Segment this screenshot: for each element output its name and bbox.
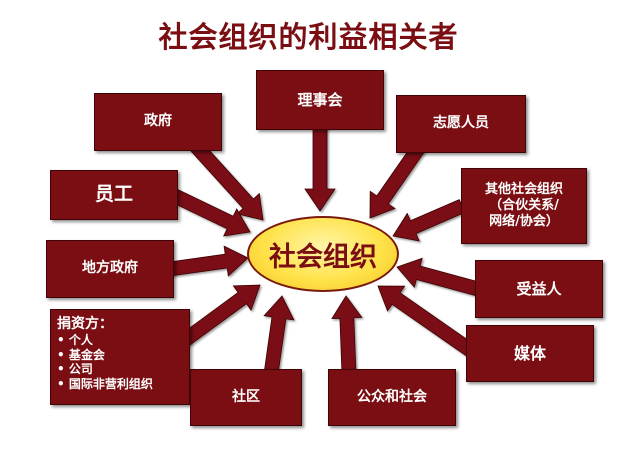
node-funders-item: • 基金会 <box>57 347 105 362</box>
node-public-society-label: 公众和社会 <box>357 388 427 405</box>
arrow-local-government <box>168 245 249 277</box>
node-beneficiaries-label: 受益人 <box>516 279 562 298</box>
node-staff: 员工 <box>50 170 178 220</box>
node-volunteers: 志愿人员 <box>396 95 526 153</box>
arrow-public-society <box>331 295 363 375</box>
node-local-government: 地方政府 <box>46 240 174 298</box>
node-media: 媒体 <box>466 325 594 382</box>
node-board-label: 理事会 <box>297 90 343 109</box>
node-beneficiaries: 受益人 <box>475 260 603 318</box>
node-other-orgs-line: 网络/协会） <box>489 214 559 230</box>
center-node-label: 社会组织 <box>269 241 377 273</box>
node-other-orgs-text: 其他社会组织 （合伙关系/ 网络/协会） <box>485 182 563 231</box>
diagram-title: 社会组织的利益相关者 <box>158 20 459 54</box>
node-staff-label: 员工 <box>94 183 133 206</box>
arrow-volunteers <box>369 141 427 219</box>
node-funders-item: • 个人 <box>57 333 93 348</box>
node-funders: 捐资方： • 个人 • 基金会 • 公司 • 国际非营利组织 <box>50 309 190 405</box>
node-government-label: 政府 <box>144 113 172 130</box>
arrow-staff <box>171 189 251 237</box>
node-funders-text: 捐资方： • 个人 • 基金会 • 公司 • 国际非营利组织 <box>57 316 153 392</box>
arrow-other-orgs <box>392 199 466 242</box>
node-funders-item: • 国际非营利组织 <box>57 376 153 391</box>
arrow-media <box>377 285 475 357</box>
node-community: 社区 <box>190 369 302 426</box>
node-local-government-label: 地方政府 <box>82 260 138 277</box>
arrow-funders <box>180 284 261 347</box>
node-funders-item: • 公司 <box>57 362 93 377</box>
node-board: 理事会 <box>256 70 384 130</box>
arrow-board <box>304 125 336 212</box>
node-government: 政府 <box>94 93 222 151</box>
arrow-community <box>263 295 295 376</box>
node-funders-title: 捐资方： <box>57 316 113 332</box>
node-volunteers-label: 志愿人员 <box>433 115 489 132</box>
node-other-orgs-line: （合伙关系/ <box>489 197 559 213</box>
center-node: 社会组织 <box>247 216 399 292</box>
node-public-society: 公众和社会 <box>328 369 456 426</box>
node-media-label: 媒体 <box>513 343 546 363</box>
arrow-beneficiaries <box>396 257 481 297</box>
node-community-label: 社区 <box>232 388 260 405</box>
node-other-orgs: 其他社会组织 （合伙关系/ 网络/协会） <box>461 168 587 244</box>
node-other-orgs-line: 其他社会组织 <box>484 181 563 197</box>
